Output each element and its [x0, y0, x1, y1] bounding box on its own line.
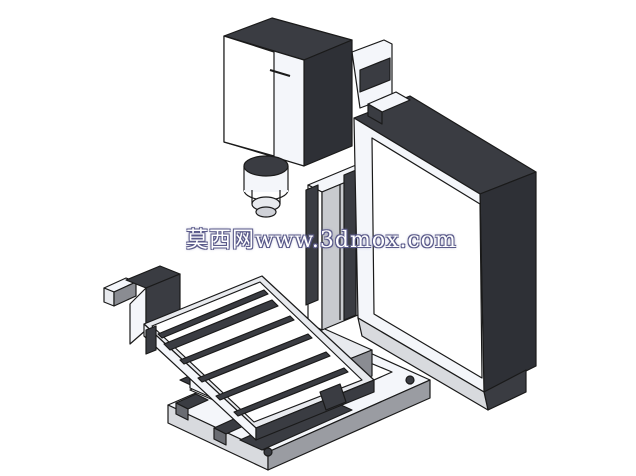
work-table	[143, 275, 375, 441]
spindle-nose	[243, 155, 289, 218]
vertical-guides	[305, 169, 357, 321]
motor-cabinet	[353, 95, 537, 411]
watermark-text: 莫西网www.3dmox.com	[186, 228, 457, 253]
spindle-head	[223, 17, 353, 167]
head-carriage	[351, 39, 411, 125]
